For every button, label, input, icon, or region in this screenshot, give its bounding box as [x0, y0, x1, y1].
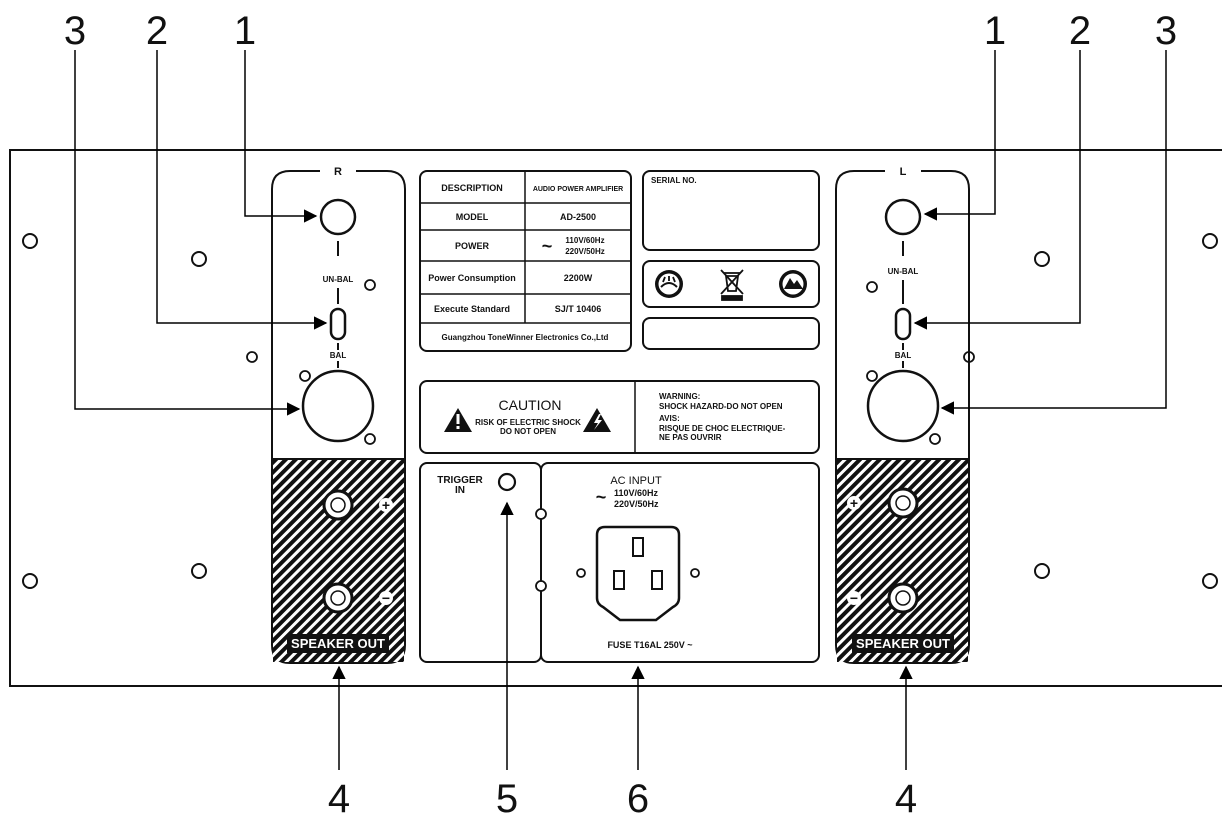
spec-power-tilde: ~ — [542, 236, 553, 256]
callout-l-1: 1 — [984, 9, 1006, 53]
left-channel-label: L — [900, 166, 907, 178]
spec-row-1-value: AUDIO POWER AMPLIFIER — [533, 186, 623, 193]
iec-power-socket[interactable] — [595, 525, 681, 622]
spec-manufacturer: Guangzhou ToneWinner Electronics Co.,Ltd — [442, 333, 609, 342]
ac-input-title: AC INPUT — [610, 475, 662, 487]
caution-title: CAUTION — [499, 397, 562, 413]
ac-input-tilde: ~ — [596, 487, 607, 507]
spec-row-1-label: DESCRIPTION — [441, 183, 503, 193]
left-unbal-label: UN-BAL — [888, 267, 919, 276]
right-speaker-hatch-area — [273, 459, 404, 662]
callout-r-1: 1 — [234, 9, 256, 53]
right-bal-label: BAL — [330, 351, 347, 360]
lightning-warning-icon — [583, 408, 611, 432]
warning-line1: WARNING: — [659, 392, 700, 401]
trigger-in-jack[interactable] — [497, 472, 517, 492]
callout-b-5: 5 — [496, 777, 518, 821]
blank-label-box — [642, 317, 820, 350]
spec-row-3-value-line2: 220V/50Hz — [565, 247, 605, 256]
right-unbal-label: UN-BAL — [323, 275, 354, 284]
serial-number-label: SERIAL NO. — [651, 176, 697, 185]
spec-table: DESCRIPTION AUDIO POWER AMPLIFIER MODEL … — [419, 170, 632, 352]
callout-l-3: 3 — [1155, 9, 1177, 53]
right-speaker-out-label: SPEAKER OUT — [291, 636, 385, 651]
spec-row-4-value: 2200W — [564, 273, 593, 283]
weee-bin-icon — [720, 269, 744, 301]
avis-line3: NE PAS OUVRIR — [659, 433, 722, 442]
caution-line2: DO NOT OPEN — [500, 427, 556, 436]
altitude-mark-icon — [779, 270, 807, 298]
right-xlr-input[interactable] — [301, 369, 375, 443]
right-minus-sign: − — [382, 590, 390, 606]
warning-line2: SHOCK HAZARD-DO NOT OPEN — [659, 402, 783, 411]
left-minus-sign: − — [850, 590, 858, 606]
spec-row-4-label: Power Consumption — [428, 273, 516, 283]
spec-row-3-label: POWER — [455, 241, 490, 251]
callout-r-2: 2 — [146, 9, 168, 53]
left-bal-label: BAL — [895, 351, 912, 360]
trigger-label-line1: TRIGGER — [437, 475, 483, 486]
right-unbal-input-jack[interactable] — [319, 198, 357, 236]
fuse-label: FUSE T16AL 250V ~ — [607, 640, 692, 650]
right-bal-unbal-switch[interactable] — [329, 307, 347, 341]
ac-input-line2: 220V/50Hz — [614, 499, 659, 509]
certification-mark-icon — [655, 270, 683, 298]
chassis-outline — [9, 149, 1222, 687]
left-plus-sign: + — [850, 495, 858, 511]
certification-marks — [642, 260, 820, 308]
left-bal-unbal-switch[interactable] — [894, 307, 912, 341]
spec-row-5-label: Execute Standard — [434, 304, 510, 314]
spec-row-2-value: AD-2500 — [560, 212, 596, 222]
exclamation-warning-icon — [444, 408, 472, 432]
ac-input-line1: 110V/60Hz — [614, 488, 659, 498]
left-unbal-input-jack[interactable] — [884, 198, 922, 236]
left-channel-panel: L UN-BAL BAL + − SPEAKER OUT — [835, 166, 975, 664]
trigger-panel: TRIGGER IN — [419, 462, 542, 663]
right-plus-sign: + — [382, 497, 390, 513]
right-channel-label: R — [334, 166, 342, 178]
left-speaker-out-label: SPEAKER OUT — [856, 636, 950, 651]
left-xlr-input[interactable] — [866, 369, 940, 443]
callout-l-2: 2 — [1069, 9, 1091, 53]
caution-box: CAUTION RISK OF ELECTRIC SHOCK DO NOT OP… — [419, 380, 820, 454]
spec-row-2-label: MODEL — [456, 212, 489, 222]
mounting-holes — [22, 233, 1218, 589]
serial-number-box — [642, 170, 820, 251]
right-channel-panel: R UN-BAL BAL + − SPEAKER OUT — [246, 166, 406, 664]
avis-line2: RISQUE DE CHOC ELECTRIQUE- — [659, 424, 786, 433]
callout-b-4a: 4 — [328, 777, 350, 821]
caution-line1: RISK OF ELECTRIC SHOCK — [475, 418, 581, 427]
avis-line1: AVIS: — [659, 414, 680, 423]
ac-input-panel: AC INPUT ~ 110V/60Hz 220V/50Hz FUSE T16A… — [535, 462, 820, 663]
callout-leader-lines — [74, 50, 1167, 770]
spec-row-3-value-line1: 110V/60Hz — [565, 236, 604, 245]
callout-b-6: 6 — [627, 777, 649, 821]
callout-b-4b: 4 — [895, 777, 917, 821]
trigger-label-line2: IN — [455, 485, 465, 496]
callout-r-3: 3 — [64, 9, 86, 53]
spec-row-5-value: SJ/T 10406 — [555, 304, 602, 314]
